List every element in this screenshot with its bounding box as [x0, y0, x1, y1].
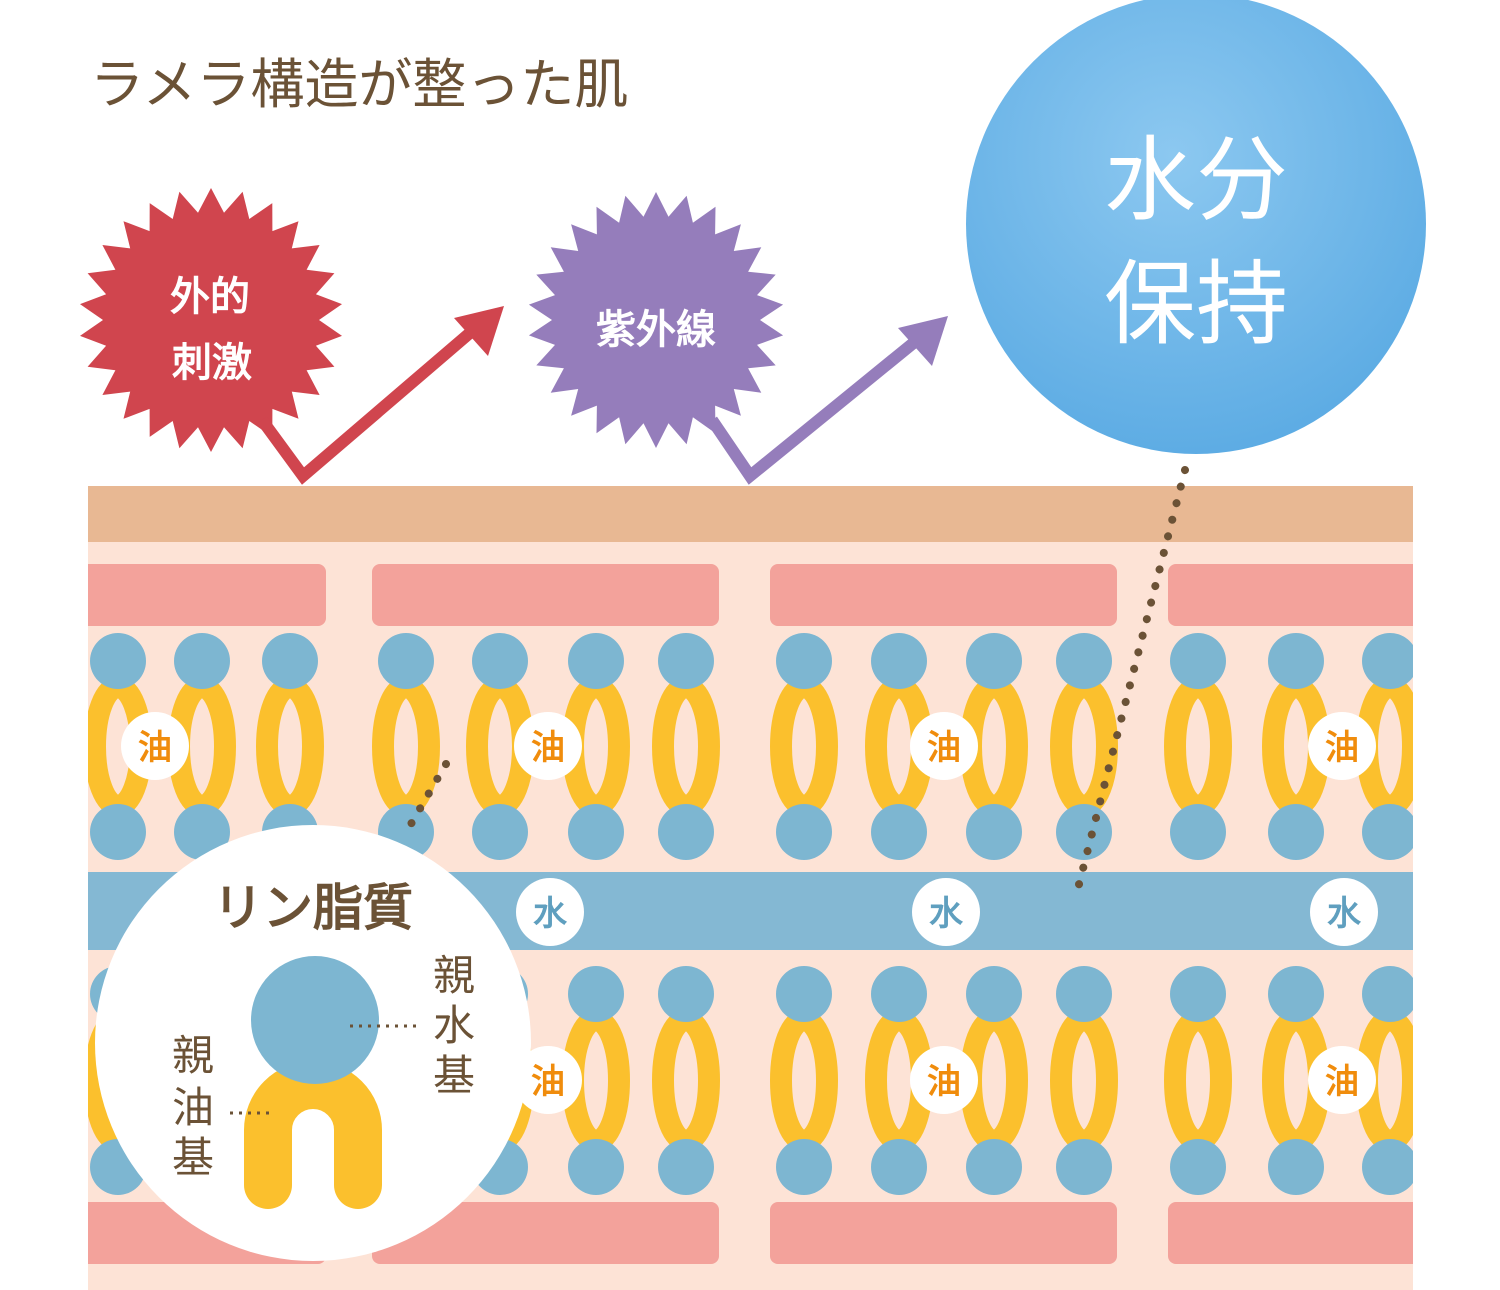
svg-text:水: 水 [929, 894, 964, 934]
burst-external-line1: 外的 [170, 274, 250, 320]
svg-text:油: 油 [1325, 728, 1359, 768]
corneocyte-bar [770, 1202, 1117, 1264]
skin-cross-section: 油油油油油油油水水水 [88, 486, 1413, 1290]
uv-burst: 紫外線 [528, 192, 784, 448]
lipid-molecule [1050, 966, 1118, 1195]
layer-label-badge: 油 [514, 1046, 582, 1114]
svg-text:油: 油 [927, 728, 961, 768]
layer-label-badge: 油 [1308, 1046, 1376, 1114]
svg-text:油: 油 [138, 728, 172, 768]
external-stimulus-arrow [257, 306, 504, 485]
svg-text:水: 水 [1327, 894, 1362, 934]
layer-label-badge: 油 [910, 712, 978, 780]
water-leader-dotted-line [1071, 466, 1189, 904]
svg-text:油: 油 [531, 728, 565, 768]
lipophilic-tail [244, 1061, 382, 1209]
svg-text:油: 油 [927, 1062, 961, 1102]
lipid-molecule [1050, 633, 1118, 860]
hydrophilic-head [251, 956, 379, 1084]
lipid-molecule [1164, 633, 1232, 860]
lipophilic-char-2: 油 [172, 1083, 214, 1132]
water-circle-line2: 保持 [1104, 251, 1288, 358]
svg-text:油: 油 [531, 1062, 565, 1102]
lipid-molecule [372, 633, 440, 860]
uv-arrow [707, 316, 948, 485]
lipid-molecule [770, 633, 838, 860]
phospholipid-leader-dotted-line [400, 760, 450, 840]
lipid-molecule [562, 966, 630, 1195]
corneocyte-bar [1168, 1202, 1413, 1264]
diagram-title: ラメラ構造が整った肌 [90, 53, 628, 116]
corneocyte-bar [372, 564, 719, 626]
layer-label-badge: 油 [514, 712, 582, 780]
water-retention-circle: 水分 保持 [966, 0, 1426, 454]
layer-label-badge: 油 [1308, 712, 1376, 780]
hydrophilic-char-3: 基 [433, 1051, 475, 1100]
hydrophilic-char-2: 水 [433, 1001, 475, 1050]
lipophilic-char-1: 親 [172, 1031, 214, 1080]
burst-external-line2: 刺激 [172, 340, 252, 386]
hydrophilic-char-1: 親 [433, 951, 475, 1000]
lipid-bilayer-layer [88, 633, 1413, 1195]
svg-text:油: 油 [1325, 1062, 1359, 1102]
lipid-molecule [652, 966, 720, 1195]
layer-label-badge: 水 [912, 878, 980, 946]
layer-label-badge: 水 [1310, 878, 1378, 946]
water-circle-line1: 水分 [1104, 127, 1288, 234]
svg-text:水: 水 [533, 894, 568, 934]
lipid-molecule [652, 633, 720, 860]
layer-label-badge: 水 [516, 878, 584, 946]
corneocyte-bar [770, 564, 1117, 626]
layer-label-badge: 油 [121, 712, 189, 780]
external-stimulus-burst: 外的 刺激 [80, 188, 342, 452]
corneocyte-bar [372, 1202, 719, 1264]
lipid-molecule [770, 966, 838, 1195]
skin-surface-layer [88, 486, 1413, 542]
lipid-molecule [1164, 966, 1232, 1195]
corneocyte-bar [88, 564, 326, 626]
lipid-molecule [88, 633, 152, 860]
lipophilic-char-3: 基 [172, 1133, 214, 1182]
layer-label-badge: 油 [910, 1046, 978, 1114]
phospholipid-title: リン脂質 [213, 879, 413, 937]
corneocyte-bar [1168, 564, 1413, 626]
layer-labels: 油油油油油油油水水水 [121, 712, 1378, 1114]
phospholipid-callout: リン脂質 親 水 基 親 油 基 [95, 825, 531, 1261]
burst-uv-label: 紫外線 [596, 307, 716, 353]
